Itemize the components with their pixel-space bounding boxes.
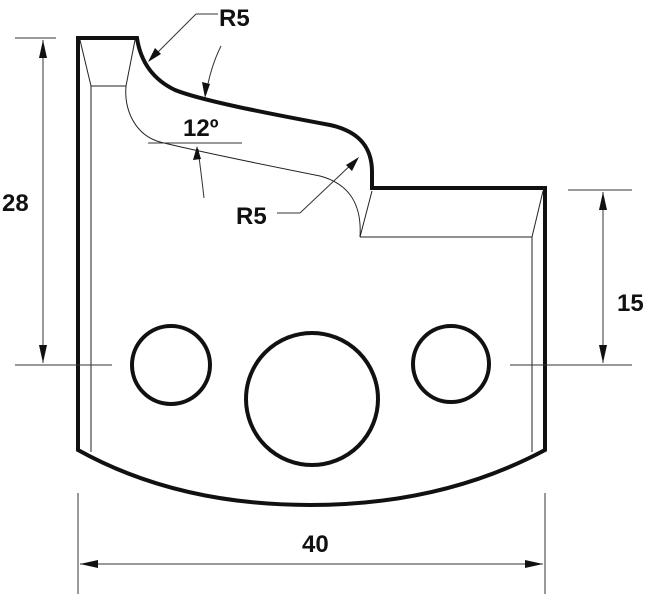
dimension-label-15: 15	[617, 290, 644, 317]
radius-label-bottom: R5	[236, 203, 267, 230]
dimension-width-40: 40	[77, 493, 546, 594]
bevel-lines	[79, 39, 544, 452]
dimension-label-28: 28	[2, 190, 29, 217]
dimension-label-40: 40	[302, 531, 329, 558]
large-hole-center	[244, 331, 380, 467]
knife-outline	[76, 36, 547, 508]
angle-label: 12º	[183, 115, 219, 142]
dimension-height-15: 15	[568, 189, 644, 363]
annotation-radius-top: R5	[148, 5, 250, 98]
annotation-angle-12: 12º	[148, 115, 242, 199]
small-hole-right	[411, 324, 491, 404]
dimension-height-28: 28	[2, 37, 56, 363]
small-hole-left	[130, 324, 212, 406]
radius-label-top: R5	[219, 5, 250, 32]
annotation-radius-bottom: R5	[236, 157, 359, 230]
